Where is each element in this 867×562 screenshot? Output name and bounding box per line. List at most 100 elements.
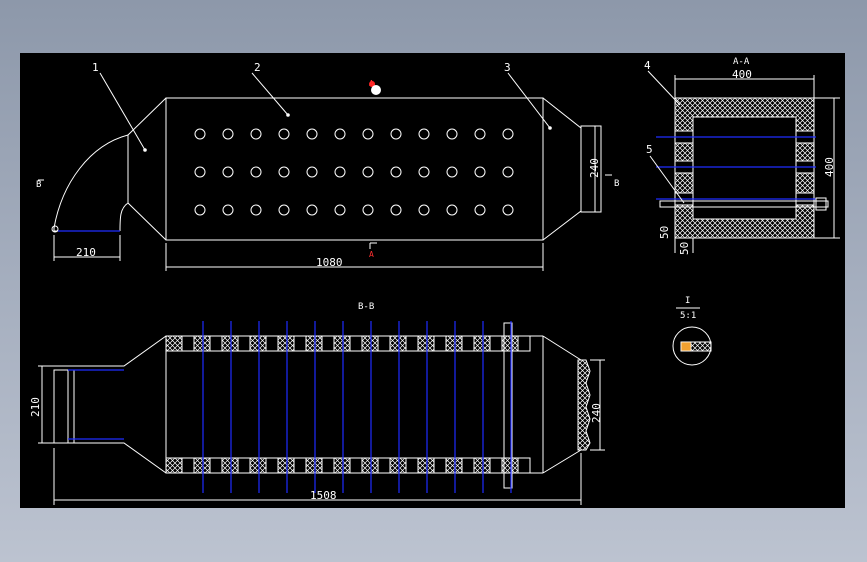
bb-media-top — [473, 335, 491, 352]
inlet-elbow-inner — [119, 202, 129, 232]
filter-hole — [194, 128, 206, 140]
filter-hole — [446, 204, 458, 216]
leader-3 — [507, 72, 551, 129]
bb-media-bottom — [277, 457, 295, 474]
detail-i-label: I — [685, 296, 690, 306]
bb-media-top — [361, 335, 379, 352]
filter-hole — [334, 128, 346, 140]
bb-gap-bottom — [377, 457, 391, 474]
filter-hole — [474, 204, 486, 216]
filter-hole — [362, 128, 374, 140]
bb-inlet-top — [54, 335, 167, 367]
dim-bb-outlet-height: 240 — [590, 403, 603, 423]
bb-inlet-bottom — [54, 442, 167, 474]
filter-hole — [194, 166, 206, 178]
outlet-flange — [580, 125, 602, 213]
part-number-4: 4 — [644, 59, 651, 72]
dim-bb-total-length: 1508 — [310, 489, 337, 502]
filter-hole — [334, 166, 346, 178]
dim-bb-inlet-height: 210 — [29, 397, 42, 417]
bb-gap-top — [377, 335, 391, 352]
bb-gap-bottom — [433, 457, 447, 474]
bb-gap-bottom — [293, 457, 307, 474]
inlet-elbow-outer — [53, 134, 129, 231]
filter-hole — [390, 166, 402, 178]
bb-media-top — [277, 335, 295, 352]
bb-media-top — [389, 335, 407, 352]
top-view: 1 2 3 A A B B 210 1080 240 — [36, 61, 619, 271]
filter-hole — [306, 166, 318, 178]
detail-i-scale: 5:1 — [680, 311, 696, 321]
filter-hole — [446, 166, 458, 178]
leader-2 — [251, 72, 289, 116]
dim-aa-width: 400 — [732, 68, 752, 81]
bb-gap-top — [433, 335, 447, 352]
bb-gap-bottom — [181, 457, 195, 474]
bb-media-bottom — [445, 457, 463, 474]
bb-gap-top — [265, 335, 279, 352]
aa-rod — [659, 200, 829, 208]
bb-gap-top — [517, 335, 531, 352]
bb-end-rod — [503, 322, 513, 489]
bb-gap-top — [461, 335, 475, 352]
filter-hole — [278, 166, 290, 178]
filter-hole — [474, 128, 486, 140]
bb-gap-bottom — [349, 457, 363, 474]
filter-hole — [390, 204, 402, 216]
bb-media-top — [249, 335, 267, 352]
section-b-left-label: B — [36, 180, 41, 190]
section-a-top-label: A — [369, 79, 374, 88]
part-number-2: 2 — [254, 61, 261, 74]
housing-body — [165, 97, 544, 241]
dim-inlet-width: 210 — [76, 246, 96, 259]
bb-media-bottom — [193, 457, 211, 474]
bb-gap-top — [405, 335, 419, 352]
filter-holes — [194, 128, 514, 216]
filter-hole — [222, 204, 234, 216]
bb-gap-top — [489, 335, 503, 352]
inlet-transition — [127, 97, 167, 241]
bb-media-top — [305, 335, 323, 352]
bb-media-top — [445, 335, 463, 352]
bb-media-top — [417, 335, 435, 352]
aa-inner-cavity — [692, 116, 797, 220]
bb-gap-bottom — [209, 457, 223, 474]
bb-blue-lines — [202, 321, 512, 493]
bb-outlet-flange — [577, 359, 591, 451]
filter-hole — [250, 128, 262, 140]
bb-media-bottom — [389, 457, 407, 474]
section-aa-title: A-A — [733, 57, 750, 67]
filter-hole — [362, 204, 374, 216]
bb-gap-bottom — [405, 457, 419, 474]
dim-aa-wall-1: 50 — [658, 226, 671, 239]
filter-hole — [362, 166, 374, 178]
part-number-5: 5 — [646, 143, 653, 156]
bb-gap-top — [293, 335, 307, 352]
filter-hole — [446, 128, 458, 140]
bb-media-bottom — [249, 457, 267, 474]
filter-hole — [278, 128, 290, 140]
filter-hole — [306, 204, 318, 216]
bb-media-bottom — [417, 457, 435, 474]
bb-gap-bottom — [461, 457, 475, 474]
filter-hole — [278, 204, 290, 216]
bb-media-top — [193, 335, 211, 352]
bb-gap-bottom — [265, 457, 279, 474]
part-number-1: 1 — [92, 61, 99, 74]
bb-gap-top — [181, 335, 195, 352]
section-bb-view: B-B 210 240 1508 — [29, 302, 605, 505]
bb-filter-media — [165, 335, 531, 474]
bb-media-top — [221, 335, 239, 352]
part-number-3: 3 — [504, 61, 511, 74]
dim-aa-height: 400 — [823, 157, 836, 177]
section-a-marker — [369, 81, 376, 87]
bb-gap-bottom — [237, 457, 251, 474]
bb-media-bottom — [221, 457, 239, 474]
dim-outlet-height: 240 — [588, 158, 601, 178]
bb-gap-bottom — [321, 457, 335, 474]
drawing-svg: 1 2 3 A A B B 210 1080 240 A-A — [29, 57, 840, 505]
dim-body-length: 1080 — [316, 256, 343, 269]
bb-gap-top — [237, 335, 251, 352]
bb-media-bottom — [305, 457, 323, 474]
filter-hole — [390, 128, 402, 140]
